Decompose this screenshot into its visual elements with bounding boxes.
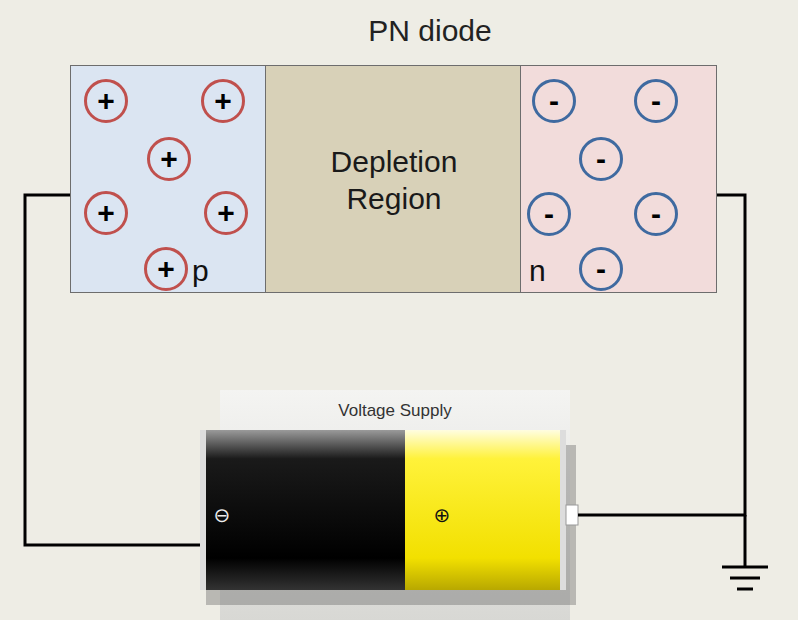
hole-charge: + — [84, 191, 128, 235]
charge-sign: - — [549, 86, 559, 116]
charge-sign: + — [97, 86, 115, 116]
charge-sign: - — [651, 199, 661, 229]
electron-charge: - — [527, 192, 571, 236]
battery: Voltage Supply ⊖ ⊕ — [200, 390, 578, 605]
diagram-title: PN diode — [368, 14, 491, 48]
electron-charge: - — [634, 192, 678, 236]
electron-charge: - — [532, 79, 576, 123]
charge-sign: - — [596, 254, 606, 284]
charge-sign: - — [544, 199, 554, 229]
battery-positive-half — [405, 430, 565, 590]
charge-sign: + — [214, 86, 232, 116]
battery-label: ⊕ — [434, 505, 451, 525]
n-region-label: n — [529, 254, 546, 288]
p-region-label: p — [192, 254, 209, 288]
battery-terminal — [566, 505, 578, 525]
hole-charge: + — [201, 79, 245, 123]
hole-charge: + — [204, 191, 248, 235]
ground-symbol — [722, 515, 768, 589]
battery-negative-half — [200, 430, 405, 590]
hole-charge: + — [84, 79, 128, 123]
charge-sign: + — [217, 198, 235, 228]
battery-label: ⊖ — [214, 505, 231, 525]
plus-ring — [431, 504, 453, 526]
charge-sign: - — [651, 86, 661, 116]
charge-sign: - — [596, 144, 606, 174]
depletion-region: Depletion Region — [265, 65, 521, 293]
charge-sign: + — [160, 144, 178, 174]
battery-label: Voltage Supply — [338, 401, 451, 421]
electron-charge: - — [579, 247, 623, 291]
hole-charge: + — [144, 247, 188, 291]
charge-sign: + — [97, 198, 115, 228]
battery-cap — [200, 430, 206, 590]
minus-ring — [211, 504, 233, 526]
p-region: p + + + + + + — [70, 65, 266, 293]
electron-charge: - — [579, 137, 623, 181]
charge-sign: + — [157, 254, 175, 284]
n-region: n - - - - - - — [520, 65, 717, 293]
electron-charge: - — [634, 79, 678, 123]
depletion-region-label: Depletion Region — [281, 143, 507, 218]
hole-charge: + — [147, 137, 191, 181]
battery-cap — [560, 430, 566, 590]
